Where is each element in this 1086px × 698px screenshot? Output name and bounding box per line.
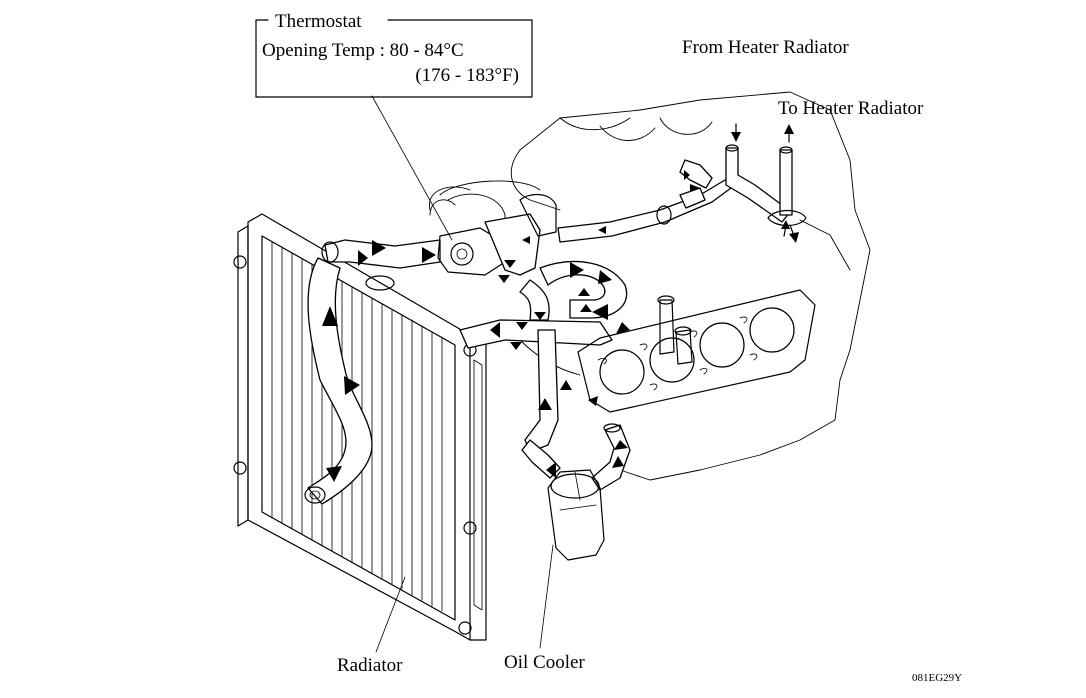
flow-arrow (358, 250, 368, 266)
flow-arrow (684, 170, 690, 180)
radiator-label: Radiator (337, 655, 403, 676)
oil-cooler-label: Oil Cooler (504, 652, 585, 673)
flow-arrow (510, 342, 522, 350)
flow-arrow (522, 236, 530, 244)
flow-arrow (538, 398, 552, 410)
thermostat-opening-temp-f: (176 - 183°F) (415, 65, 519, 86)
flow-arrow (498, 275, 510, 283)
flow-arrow (598, 270, 612, 284)
flow-arrow (592, 304, 608, 320)
thermostat (429, 193, 506, 276)
to-heater-radiator-label: To Heater Radiator (778, 98, 924, 119)
engine-block-outline (428, 91, 871, 481)
heater-pipes (557, 144, 807, 243)
lower-radiator-hose (304, 257, 373, 505)
flow-arrow (570, 262, 584, 278)
flow-arrow (534, 312, 546, 320)
flow-arrow (580, 304, 592, 312)
flow-arrow (322, 306, 338, 326)
radiator (233, 213, 487, 641)
flow-arrow (578, 288, 590, 296)
flow-arrow (490, 322, 500, 338)
water-pump-hoses (484, 194, 628, 321)
thermostat-title: Thermostat (275, 11, 362, 32)
flow-arrow (690, 184, 700, 192)
flow-arrow (344, 376, 360, 395)
flow-arrow (588, 396, 598, 406)
flow-arrow (546, 462, 556, 478)
flow-arrow (612, 456, 624, 468)
oil-cooler (547, 469, 605, 561)
flow-arrow (422, 247, 436, 263)
head-gasket (577, 289, 816, 413)
flow-arrow (326, 466, 342, 482)
thermostat-callout: Thermostat Opening Temp : 80 - 84°C (176… (255, 11, 533, 98)
flow-arrow (516, 322, 528, 330)
flow-arrow (372, 240, 386, 256)
flow-arrow (504, 260, 516, 268)
thermostat-opening-temp: Opening Temp : 80 - 84°C (262, 40, 464, 61)
from-heater-radiator-label: From Heater Radiator (682, 37, 849, 58)
leader-lines (371, 95, 554, 653)
flow-arrows (322, 170, 700, 482)
flow-arrow (614, 440, 628, 450)
flow-arrow (598, 226, 606, 234)
heater-flow-arrows (731, 123, 799, 243)
figure-code: 081EG29Y (912, 672, 962, 684)
flow-arrow (560, 380, 572, 390)
upper-hose (321, 239, 441, 269)
flow-arrow (616, 322, 630, 334)
